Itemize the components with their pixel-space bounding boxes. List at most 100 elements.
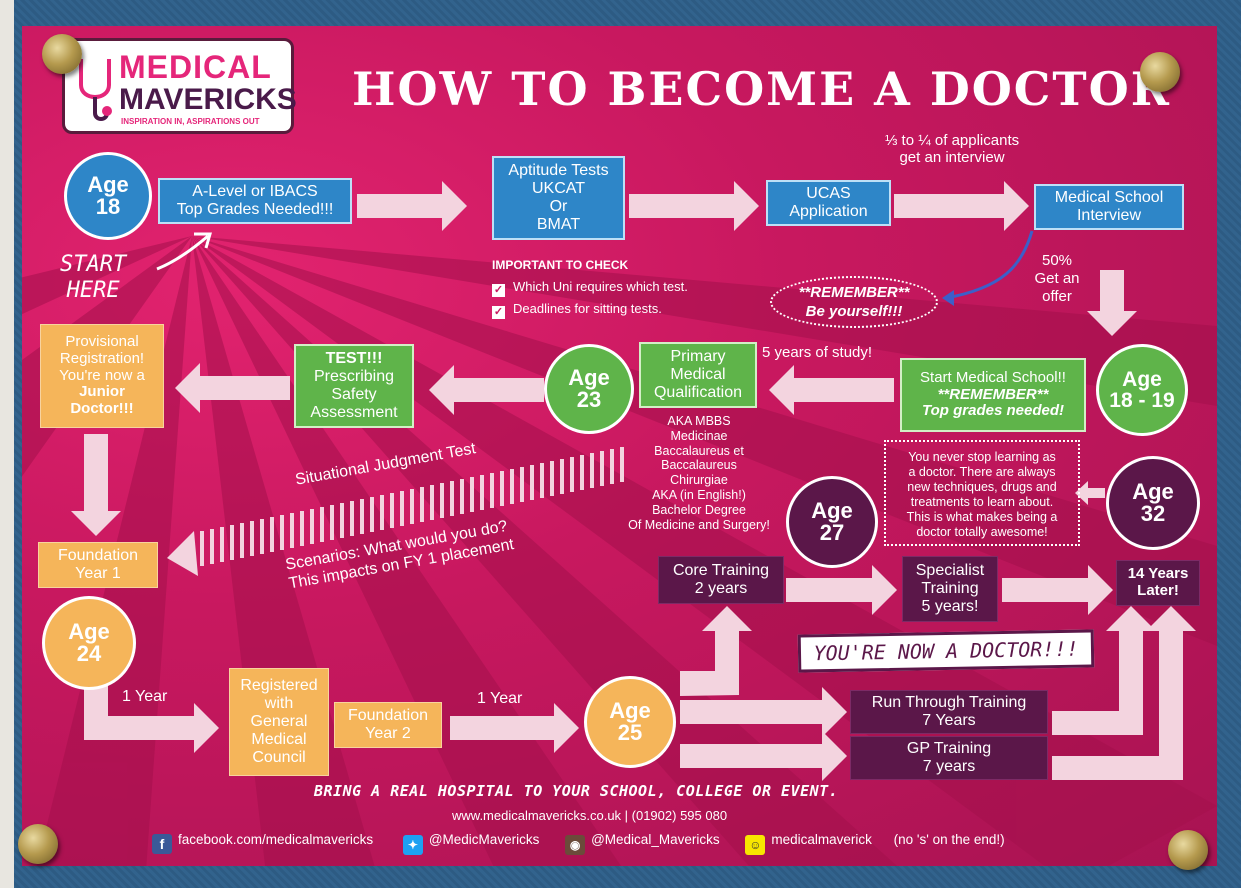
social-row: f facebook.com/medicalmavericks ✦ @MedicMa…	[152, 832, 1005, 855]
twitter-handle[interactable]: @MedicMavericks	[428, 832, 540, 847]
age-24-circle: Age 24	[42, 596, 136, 690]
age-number: 24	[76, 641, 102, 666]
start-here-arrowhead	[194, 232, 212, 249]
remember-be-yourself-bubble: **REMEMBER** Be yourself!!!	[770, 276, 938, 328]
specialist-line2: Training	[921, 580, 979, 598]
remember1-line1: **REMEMBER**	[798, 284, 910, 301]
registered-line5: Council	[252, 748, 306, 766]
arrow-runthrough-up	[1052, 606, 1156, 735]
age-23-circle: Age 23	[544, 344, 634, 434]
logo: MEDICAL MAVERICKS INSPIRATION IN, ASPIRA…	[62, 38, 297, 134]
arrow-specialist-to-14	[1002, 565, 1113, 615]
check-item-2: ✓Deadlines for sitting tests.	[492, 298, 688, 320]
arrow-age25-runthrough	[680, 687, 847, 737]
aka-line2: Medicinae	[670, 428, 728, 443]
aka-line7: Bachelor Degree	[652, 502, 746, 517]
aptitude-line1: Aptitude Tests	[508, 162, 609, 180]
registered-line1: Registered	[240, 677, 318, 695]
start-here-arrow	[156, 234, 209, 271]
fy1-line2: Year 1	[75, 565, 121, 582]
snapchat-icon: ☺	[745, 835, 766, 855]
one-year-label-2: 1 Year	[477, 690, 523, 707]
age-number: 25	[617, 720, 643, 745]
check-item-1: ✓Which Uni requires which test.	[492, 276, 688, 298]
run-through-line1: Run Through Training	[871, 694, 1027, 712]
arrow-startmed-to-primary	[769, 365, 894, 415]
age-32-circle: Age 32	[1106, 456, 1200, 550]
arrow-age32-to-note	[1075, 481, 1105, 505]
specialist-line1: Specialist	[915, 562, 985, 580]
snapchat-note: (no 's' on the end!)	[893, 832, 1005, 847]
provisional-line5: Doctor!!!	[70, 400, 134, 418]
aka-line1: AKA MBBS	[667, 414, 731, 428]
primary-line3: Qualification	[653, 383, 743, 401]
poster: MEDICAL MAVERICKS INSPIRATION IN, ASPIRA…	[22, 26, 1217, 866]
important-heading: IMPORTANT TO CHECK	[492, 258, 629, 272]
ucas-line1: UCAS	[806, 185, 851, 203]
arrow-gp-up	[1052, 606, 1196, 780]
primary-line1: Primary	[670, 348, 726, 366]
ucas-line2: Application	[789, 203, 868, 220]
facebook-icon: f	[152, 834, 172, 854]
one-year-label-1: 1 Year	[122, 688, 168, 705]
ucas-application-box: UCAS Application	[766, 180, 891, 226]
age-label: Age	[68, 619, 110, 644]
registered-line2: with	[264, 695, 294, 713]
age-label: Age	[87, 172, 129, 197]
medical-school-interview-box: Medical School Interview	[1034, 184, 1184, 230]
checkbox-icon: ✓	[492, 306, 505, 319]
interview-line1: Medical School	[1054, 189, 1164, 207]
wall-frame	[0, 0, 14, 888]
snapchat-handle[interactable]: medicalmaverick	[771, 832, 872, 847]
core-line1: Core Training	[672, 562, 770, 580]
check-item-1-text: Which Uni requires which test.	[513, 279, 688, 294]
fourteen-years-later-box: 14 Years Later!	[1116, 560, 1200, 606]
instagram-handle[interactable]: @Medical_Mavericks	[591, 832, 720, 847]
fy1-line1: Foundation	[57, 547, 139, 565]
arrow-test-to-provisional	[175, 363, 290, 413]
arrow-age25-up-core	[680, 606, 752, 696]
age-number: 23	[576, 387, 602, 412]
age-label: Age	[568, 365, 610, 390]
registered-line3: General	[250, 713, 308, 731]
specialist-line3: 5 years!	[921, 597, 979, 615]
age-number: 18	[95, 194, 121, 219]
offer-line3: offer	[1042, 288, 1072, 305]
start-here-label: START HERE	[60, 252, 126, 304]
provisional-registration-box: Provisional Registration! You're now a J…	[40, 324, 164, 428]
arrow-age24-to-1year	[84, 686, 219, 753]
run-through-training-box: Run Through Training 7 Years	[850, 690, 1048, 734]
twitter-icon: ✦	[402, 835, 423, 855]
registered-gmc-box: Registered with General Medical Council	[229, 668, 329, 776]
never-stop-line2: a doctor. There are always	[908, 465, 1056, 479]
arrow-ucas-to-interview	[894, 181, 1029, 231]
age-number: 32	[1140, 501, 1166, 526]
five-years-note: 5 years of study!	[762, 344, 873, 361]
arrow-provisional-down	[71, 434, 121, 536]
stethoscope-icon	[79, 59, 112, 121]
gp-line2: 7 years	[922, 758, 976, 775]
provisional-line4: Junior	[79, 383, 125, 401]
interview-to-remember-arrowhead	[942, 290, 954, 306]
youre-now-a-doctor-banner: YOU'RE NOW A DOCTOR!!!	[797, 629, 1095, 673]
aka-line8: Of Medicine and Surgery!	[628, 517, 770, 532]
core-training-box: Core Training 2 years	[658, 556, 784, 604]
age-label: Age	[1122, 368, 1162, 391]
arrow-age23-to-test	[429, 365, 544, 415]
pushpin-bottom-right	[1168, 830, 1208, 870]
logo-line1: MEDICAL	[119, 49, 272, 85]
never-stop-line5: This is what makes being a	[906, 510, 1058, 524]
test-line4: Assessment	[310, 403, 398, 421]
instagram-icon: ◉	[565, 835, 586, 855]
aptitude-line2: UKCAT	[531, 180, 586, 198]
age-25-circle: Age 25	[584, 676, 676, 768]
logo-tagline: INSPIRATION IN, ASPIRATIONS OUT	[121, 117, 260, 126]
gp-training-box: GP Training 7 years	[850, 736, 1048, 780]
facebook-handle[interactable]: facebook.com/medicalmavericks	[178, 832, 374, 847]
run-through-line2: 7 Years	[922, 712, 976, 729]
aptitude-tests-box: Aptitude Tests UKCAT Or BMAT	[492, 156, 625, 240]
age-18-19-circle: Age 18 - 19	[1096, 344, 1188, 436]
start-medical-school-box: Start Medical School!! **REMEMBER** Top …	[900, 358, 1086, 432]
test-line2: Prescribing	[313, 368, 395, 386]
never-stop-line1: You never stop learning as	[908, 450, 1056, 464]
